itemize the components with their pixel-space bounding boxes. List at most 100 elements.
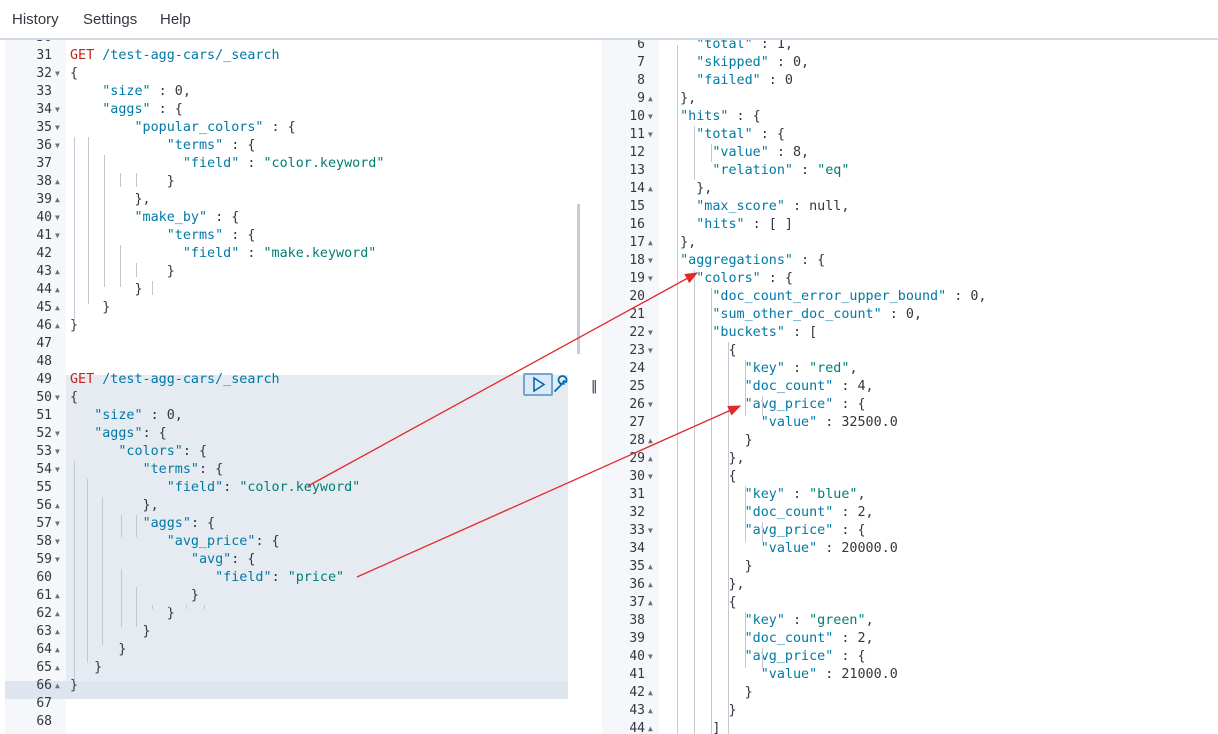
fold-toggle-icon[interactable]: ▲ [648, 688, 653, 697]
request-scrollbar[interactable] [577, 204, 580, 354]
fold-toggle-icon[interactable]: ▲ [648, 724, 653, 733]
response-code-line: } [664, 433, 753, 448]
response-code-line: } [664, 559, 753, 574]
response-viewer[interactable]: 6 "total" : 1,7 "skipped" : 0,8 "failed"… [602, 40, 1218, 734]
indent-guide [104, 155, 105, 287]
fold-toggle-icon[interactable]: ▼ [55, 69, 60, 78]
fold-toggle-icon[interactable]: ▲ [55, 591, 60, 600]
indent-guide [136, 515, 137, 537]
fold-toggle-icon[interactable]: ▼ [55, 555, 60, 564]
fold-toggle-icon[interactable]: ▼ [55, 141, 60, 150]
request-code-line: "avg_price": { [166, 534, 280, 549]
request-line-number: 45 [36, 300, 52, 315]
fold-toggle-icon[interactable]: ▲ [55, 663, 60, 672]
fold-toggle-icon[interactable]: ▼ [648, 526, 653, 535]
fold-toggle-icon[interactable]: ▼ [648, 274, 653, 283]
fold-toggle-icon[interactable]: ▲ [55, 177, 60, 186]
response-line-number: 10 [629, 109, 645, 124]
fold-toggle-icon[interactable]: ▲ [648, 598, 653, 607]
request-line-number: 39 [36, 192, 52, 207]
menu-help[interactable]: Help [160, 11, 191, 28]
fold-toggle-icon[interactable]: ▲ [648, 238, 653, 247]
indent-guide [711, 144, 712, 162]
fold-toggle-icon[interactable]: ▼ [648, 328, 653, 337]
request-code-line: "terms": { [142, 462, 224, 477]
fold-toggle-icon[interactable]: ▼ [55, 231, 60, 240]
splitter-handle-icon[interactable]: ‖ [591, 379, 598, 394]
menu-history[interactable]: History [12, 11, 59, 28]
response-line-number: 22 [629, 325, 645, 340]
fold-toggle-icon[interactable]: ▼ [55, 429, 60, 438]
fold-toggle-icon[interactable]: ▼ [648, 400, 653, 409]
fold-toggle-icon[interactable]: ▲ [55, 321, 60, 330]
fold-toggle-icon[interactable]: ▼ [648, 472, 653, 481]
fold-toggle-icon[interactable]: ▲ [648, 706, 653, 715]
response-code-line: "key" : "blue", [744, 487, 866, 502]
wrench-icon[interactable] [551, 375, 571, 395]
fold-toggle-icon[interactable]: ▲ [648, 436, 653, 445]
current-line-highlight [5, 681, 568, 699]
menu-bar: History Settings Help [0, 0, 1218, 40]
fold-toggle-icon[interactable]: ▲ [55, 195, 60, 204]
response-code-line: "total" : 1, [696, 40, 793, 52]
request-code-line: "terms" : { [166, 138, 256, 153]
request-line-number: 63 [36, 624, 52, 639]
response-line-number: 33 [629, 523, 645, 538]
response-line-number: 32 [629, 505, 645, 520]
fold-toggle-icon[interactable]: ▼ [55, 465, 60, 474]
indent-guide [120, 245, 121, 287]
fold-toggle-icon[interactable]: ▼ [55, 105, 60, 114]
fold-toggle-icon[interactable]: ▲ [55, 609, 60, 618]
response-line-number: 44 [629, 721, 645, 734]
request-code-line: } [70, 606, 175, 621]
fold-toggle-icon[interactable]: ▲ [55, 267, 60, 276]
response-code-line: "max_score" : null, [696, 199, 850, 214]
response-line-number: 13 [629, 163, 645, 178]
fold-toggle-icon[interactable]: ▲ [55, 645, 60, 654]
run-request-button[interactable] [523, 373, 553, 396]
request-line-number: 43 [36, 264, 52, 279]
fold-toggle-icon[interactable]: ▲ [55, 627, 60, 636]
indent-guide [121, 569, 122, 627]
indent-guide [204, 605, 205, 609]
response-line-number: 29 [629, 451, 645, 466]
response-line-number: 7 [637, 55, 645, 70]
request-line-number: 30 [5, 40, 52, 47]
fold-toggle-icon[interactable]: ▼ [55, 519, 60, 528]
fold-toggle-icon[interactable]: ▼ [55, 123, 60, 132]
fold-toggle-icon[interactable]: ▼ [55, 393, 60, 402]
fold-toggle-icon[interactable]: ▲ [648, 184, 653, 193]
fold-toggle-icon[interactable]: ▼ [648, 652, 653, 661]
request-line-number: 61 [36, 588, 52, 603]
fold-toggle-icon[interactable]: ▲ [648, 94, 653, 103]
fold-toggle-icon[interactable]: ▼ [55, 537, 60, 546]
response-line-number: 36 [629, 577, 645, 592]
request-code-line: "colors": { [118, 444, 208, 459]
fold-toggle-icon[interactable]: ▼ [648, 346, 653, 355]
fold-toggle-icon[interactable]: ▲ [55, 285, 60, 294]
request-line-number: 31 [36, 48, 52, 63]
request-line-number: 37 [36, 156, 52, 171]
fold-toggle-icon[interactable]: ▲ [648, 562, 653, 571]
fold-toggle-icon[interactable]: ▼ [648, 112, 653, 121]
fold-toggle-icon[interactable]: ▲ [55, 501, 60, 510]
request-code-line: } [70, 588, 199, 603]
indent-guide [120, 173, 121, 187]
response-code-line: "skipped" : 0, [696, 55, 810, 70]
fold-toggle-icon[interactable]: ▲ [648, 454, 653, 463]
response-code-line: "aggregations" : { [680, 253, 826, 268]
fold-toggle-icon[interactable]: ▲ [648, 580, 653, 589]
fold-toggle-icon[interactable]: ▲ [55, 303, 60, 312]
fold-toggle-icon[interactable]: ▲ [55, 681, 60, 690]
indent-guide [677, 45, 678, 734]
request-code-line: }, [70, 192, 151, 207]
menu-settings[interactable]: Settings [83, 11, 138, 28]
response-code-line: "avg_price" : { [744, 397, 866, 412]
fold-toggle-icon[interactable]: ▼ [648, 130, 653, 139]
fold-toggle-icon[interactable]: ▼ [55, 213, 60, 222]
request-line-number: 33 [36, 84, 52, 99]
fold-toggle-icon[interactable]: ▼ [55, 447, 60, 456]
fold-toggle-icon[interactable]: ▼ [648, 256, 653, 265]
indent-guide [762, 648, 763, 668]
